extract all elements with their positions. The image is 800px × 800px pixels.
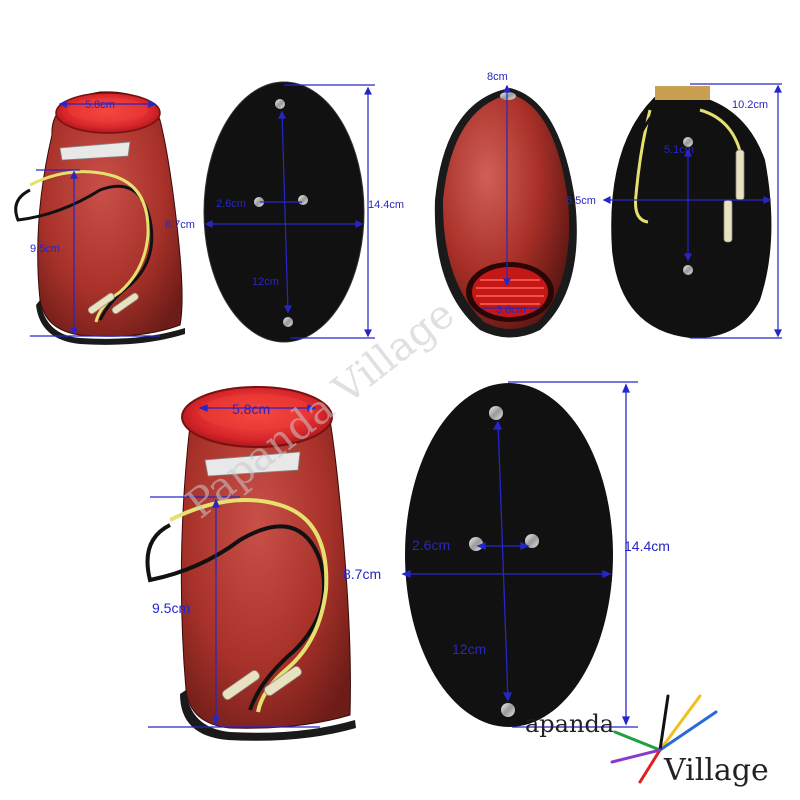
side-height-label: 10.2cm bbox=[732, 99, 768, 111]
dimension-lines-front bbox=[482, 84, 540, 309]
bolt-icon bbox=[275, 99, 285, 109]
height-label-top-left: 9.5cm bbox=[30, 243, 60, 255]
plate-width-label-bottom: 8.7cm bbox=[343, 566, 381, 582]
bolt-spacing-label-bottom: 2.6cm bbox=[412, 537, 450, 553]
bolt-icon bbox=[298, 195, 308, 205]
center-distance-label: 5.1cm bbox=[664, 144, 694, 156]
dimension-lines-bottom-left bbox=[148, 404, 320, 728]
dimension-lines-top-plate bbox=[204, 84, 375, 339]
bottom-width-label: 3.6cm bbox=[496, 304, 526, 316]
mount-distance-label-bottom: 12cm bbox=[452, 641, 486, 657]
bolt-icon bbox=[525, 534, 539, 548]
bolt-icon bbox=[283, 317, 293, 327]
mount-distance-label-top: 12cm bbox=[252, 276, 279, 288]
brand-logo: apanda Village bbox=[525, 694, 769, 788]
lens-width-label-bottom: 5.8cm bbox=[232, 401, 270, 417]
bolt-icon bbox=[469, 537, 483, 551]
lamp-side-view bbox=[611, 86, 772, 339]
mounting-plate-bottom bbox=[405, 383, 613, 727]
mounting-plate-top bbox=[203, 81, 365, 343]
lamp-angled-view-top bbox=[14, 91, 185, 345]
height-label-bottom-left: 9.5cm bbox=[152, 600, 190, 616]
top-width-label: 8cm bbox=[487, 71, 508, 83]
plate-height-label-top: 14.4cm bbox=[368, 199, 404, 211]
lamp-front-view bbox=[434, 88, 577, 338]
bolt-icon bbox=[683, 265, 693, 275]
dimension-lines-bottom-plate bbox=[401, 381, 638, 728]
brand-name-line1: apanda bbox=[525, 710, 614, 738]
bolt-icon bbox=[254, 197, 264, 207]
lamp-angled-view-bottom bbox=[145, 386, 356, 741]
brand-name-line2: Village bbox=[663, 753, 769, 788]
brand-star-icon bbox=[610, 694, 718, 784]
plate-width-label-top: 8.7cm bbox=[165, 219, 195, 231]
side-width-label: 6.5cm bbox=[566, 195, 596, 207]
bolt-icon bbox=[489, 406, 503, 420]
plate-height-label-bottom: 14.4cm bbox=[624, 538, 670, 554]
bolt-icon bbox=[501, 703, 515, 717]
bolt-spacing-label-top: 2.6cm bbox=[216, 198, 246, 210]
dimension-lines-side bbox=[602, 83, 782, 339]
dimension-lines-top-left bbox=[30, 100, 160, 337]
bolt-icon bbox=[683, 137, 693, 147]
lens-width-label-top: 5.8cm bbox=[85, 99, 115, 111]
